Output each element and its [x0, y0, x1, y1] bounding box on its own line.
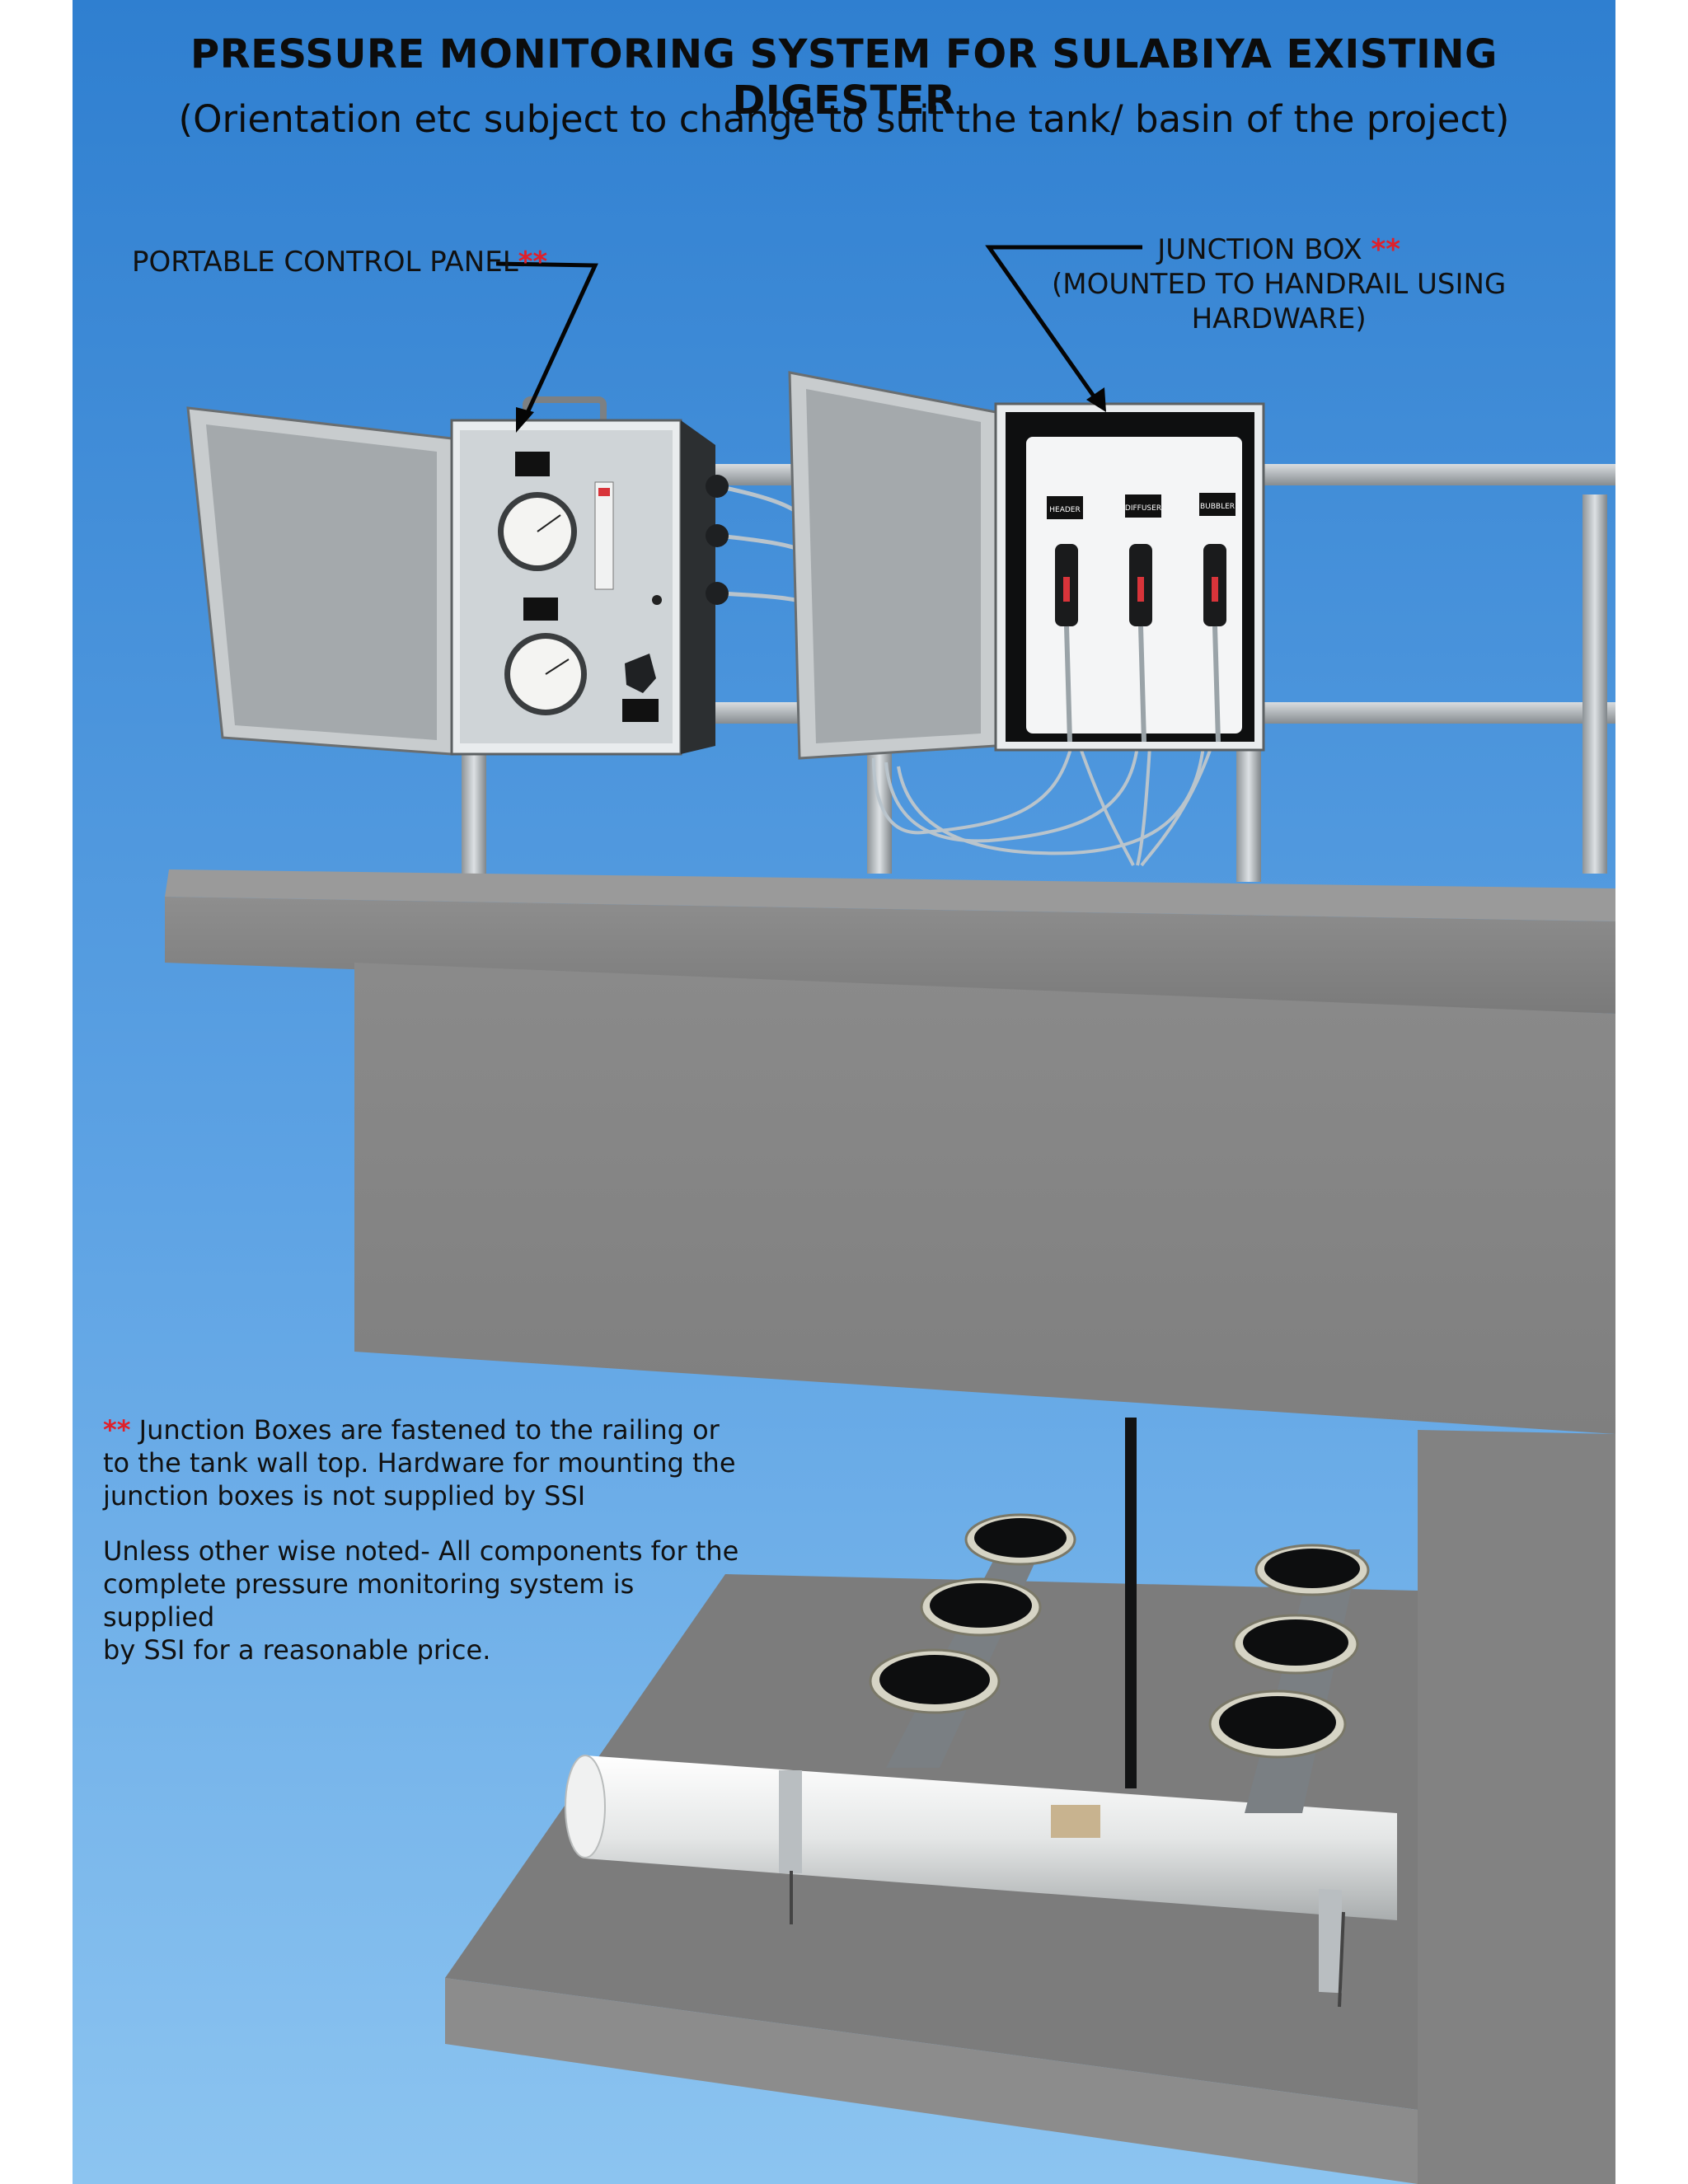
callout-junction-box-line2: (MOUNTED TO HANDRAIL USING: [1052, 268, 1507, 301]
leader-arrows: [495, 245, 1142, 418]
page-subtitle: (Orientation etc subject to change to su…: [178, 97, 1510, 141]
asterisk-mark: **: [1371, 233, 1401, 266]
tag-diffuser: DIFFUSER: [1125, 504, 1161, 513]
footnote-1-line-2: to the tank wall top. Hardware for mount…: [103, 1447, 736, 1479]
callout-junction-box-title: JUNCTION BOX: [1157, 233, 1362, 266]
footnote-2-line-2: complete pressure monitoring system is s…: [103, 1568, 635, 1633]
callout-control-panel: PORTABLE CONTROL PANEL**: [132, 246, 547, 279]
diffuser-discs: [869, 1513, 1370, 1759]
arrow-head-control-panel: [516, 407, 534, 433]
tag-bubbler: BUBBLER: [1200, 503, 1235, 511]
footnote-2-line-3: by SSI for a reasonable price.: [103, 1634, 491, 1666]
footnote-1: ** Junction Boxes are fastened to the ra…: [103, 1413, 746, 1512]
asterisk-mark: **: [518, 246, 548, 279]
tag-header: HEADER: [1049, 506, 1080, 514]
tank-wall: [165, 869, 1615, 2184]
footnote-2-line-1: Unless other wise noted- All components …: [103, 1535, 739, 1567]
callout-junction-box: JUNCTION BOX ** (MOUNTED TO HANDRAIL USI…: [1052, 232, 1506, 336]
tubing-bundle: [716, 484, 1213, 867]
footnote-2: Unless other wise noted- All components …: [103, 1535, 746, 1666]
footnote-1-line-3: junction boxes is not supplied by SSI: [103, 1480, 586, 1511]
junction-box: [788, 371, 1265, 760]
asterisk-mark: **: [103, 1414, 131, 1446]
callout-control-panel-text: PORTABLE CONTROL PANEL: [132, 246, 518, 279]
callout-junction-box-line3: HARDWARE): [1191, 302, 1367, 335]
footnote-1-line-1: Junction Boxes are fastened to the raili…: [138, 1414, 720, 1446]
drop-tube: [1125, 1418, 1137, 1788]
header-pipe: [565, 1755, 1397, 2008]
arrow-head-junction-box: [1086, 387, 1106, 412]
portable-control-panel: [186, 396, 729, 756]
page-title: PRESSURE MONITORING SYSTEM FOR SULABIYA …: [190, 31, 1498, 124]
